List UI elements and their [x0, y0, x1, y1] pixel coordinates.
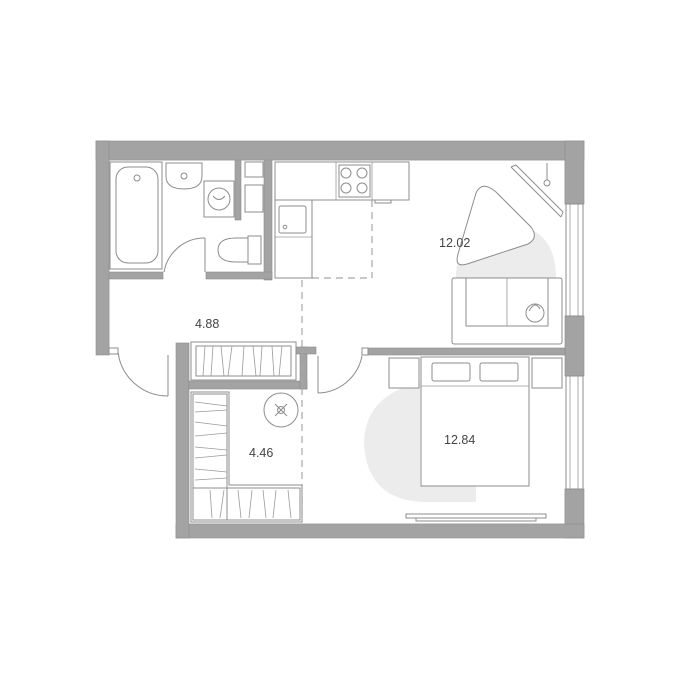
- armchair: [456, 185, 535, 266]
- walls: [95, 140, 585, 539]
- area-label-kitchen-living: 12.02: [439, 236, 470, 250]
- tv-stand: [405, 513, 547, 519]
- kitchen-fixtures: [274, 161, 410, 279]
- doors: [108, 237, 369, 397]
- area-label-bedroom: 12.84: [444, 433, 475, 447]
- bathtub: [109, 161, 163, 270]
- pillow-left: [431, 362, 471, 382]
- ceiling-light-icon: [263, 392, 299, 428]
- washbasin: [165, 162, 203, 190]
- kitchen-sink: [278, 205, 307, 234]
- room-labels: 12.02 4.88 4.46 12.84: [195, 236, 475, 460]
- window-bedroom: [565, 375, 584, 490]
- hallway-hangers: [202, 345, 283, 377]
- wardrobe-furniture: [190, 341, 303, 523]
- lamp-icon: [525, 303, 545, 323]
- area-label-hallway: 4.88: [195, 317, 219, 331]
- bedroom-clearance-zone: [364, 382, 476, 502]
- zone-separators: [301, 200, 373, 522]
- bedroom-furniture: [388, 356, 563, 522]
- living-furniture: [451, 163, 564, 345]
- area-label-wardrobe: 4.46: [249, 446, 273, 460]
- wardrobe-shelving: [190, 391, 303, 523]
- boiler-box: [244, 161, 264, 178]
- stove-icon: [338, 164, 371, 198]
- pillow-right: [479, 362, 519, 382]
- windows: [565, 203, 584, 490]
- toilet: [217, 237, 249, 263]
- nightstand-right: [531, 357, 563, 389]
- nightstand-left: [388, 357, 420, 389]
- bathroom-fixtures: [109, 161, 264, 270]
- window-living: [565, 203, 584, 317]
- utility-box: [244, 184, 264, 213]
- wall-outlines: [108, 159, 566, 525]
- wardrobe-hangers: [194, 401, 292, 519]
